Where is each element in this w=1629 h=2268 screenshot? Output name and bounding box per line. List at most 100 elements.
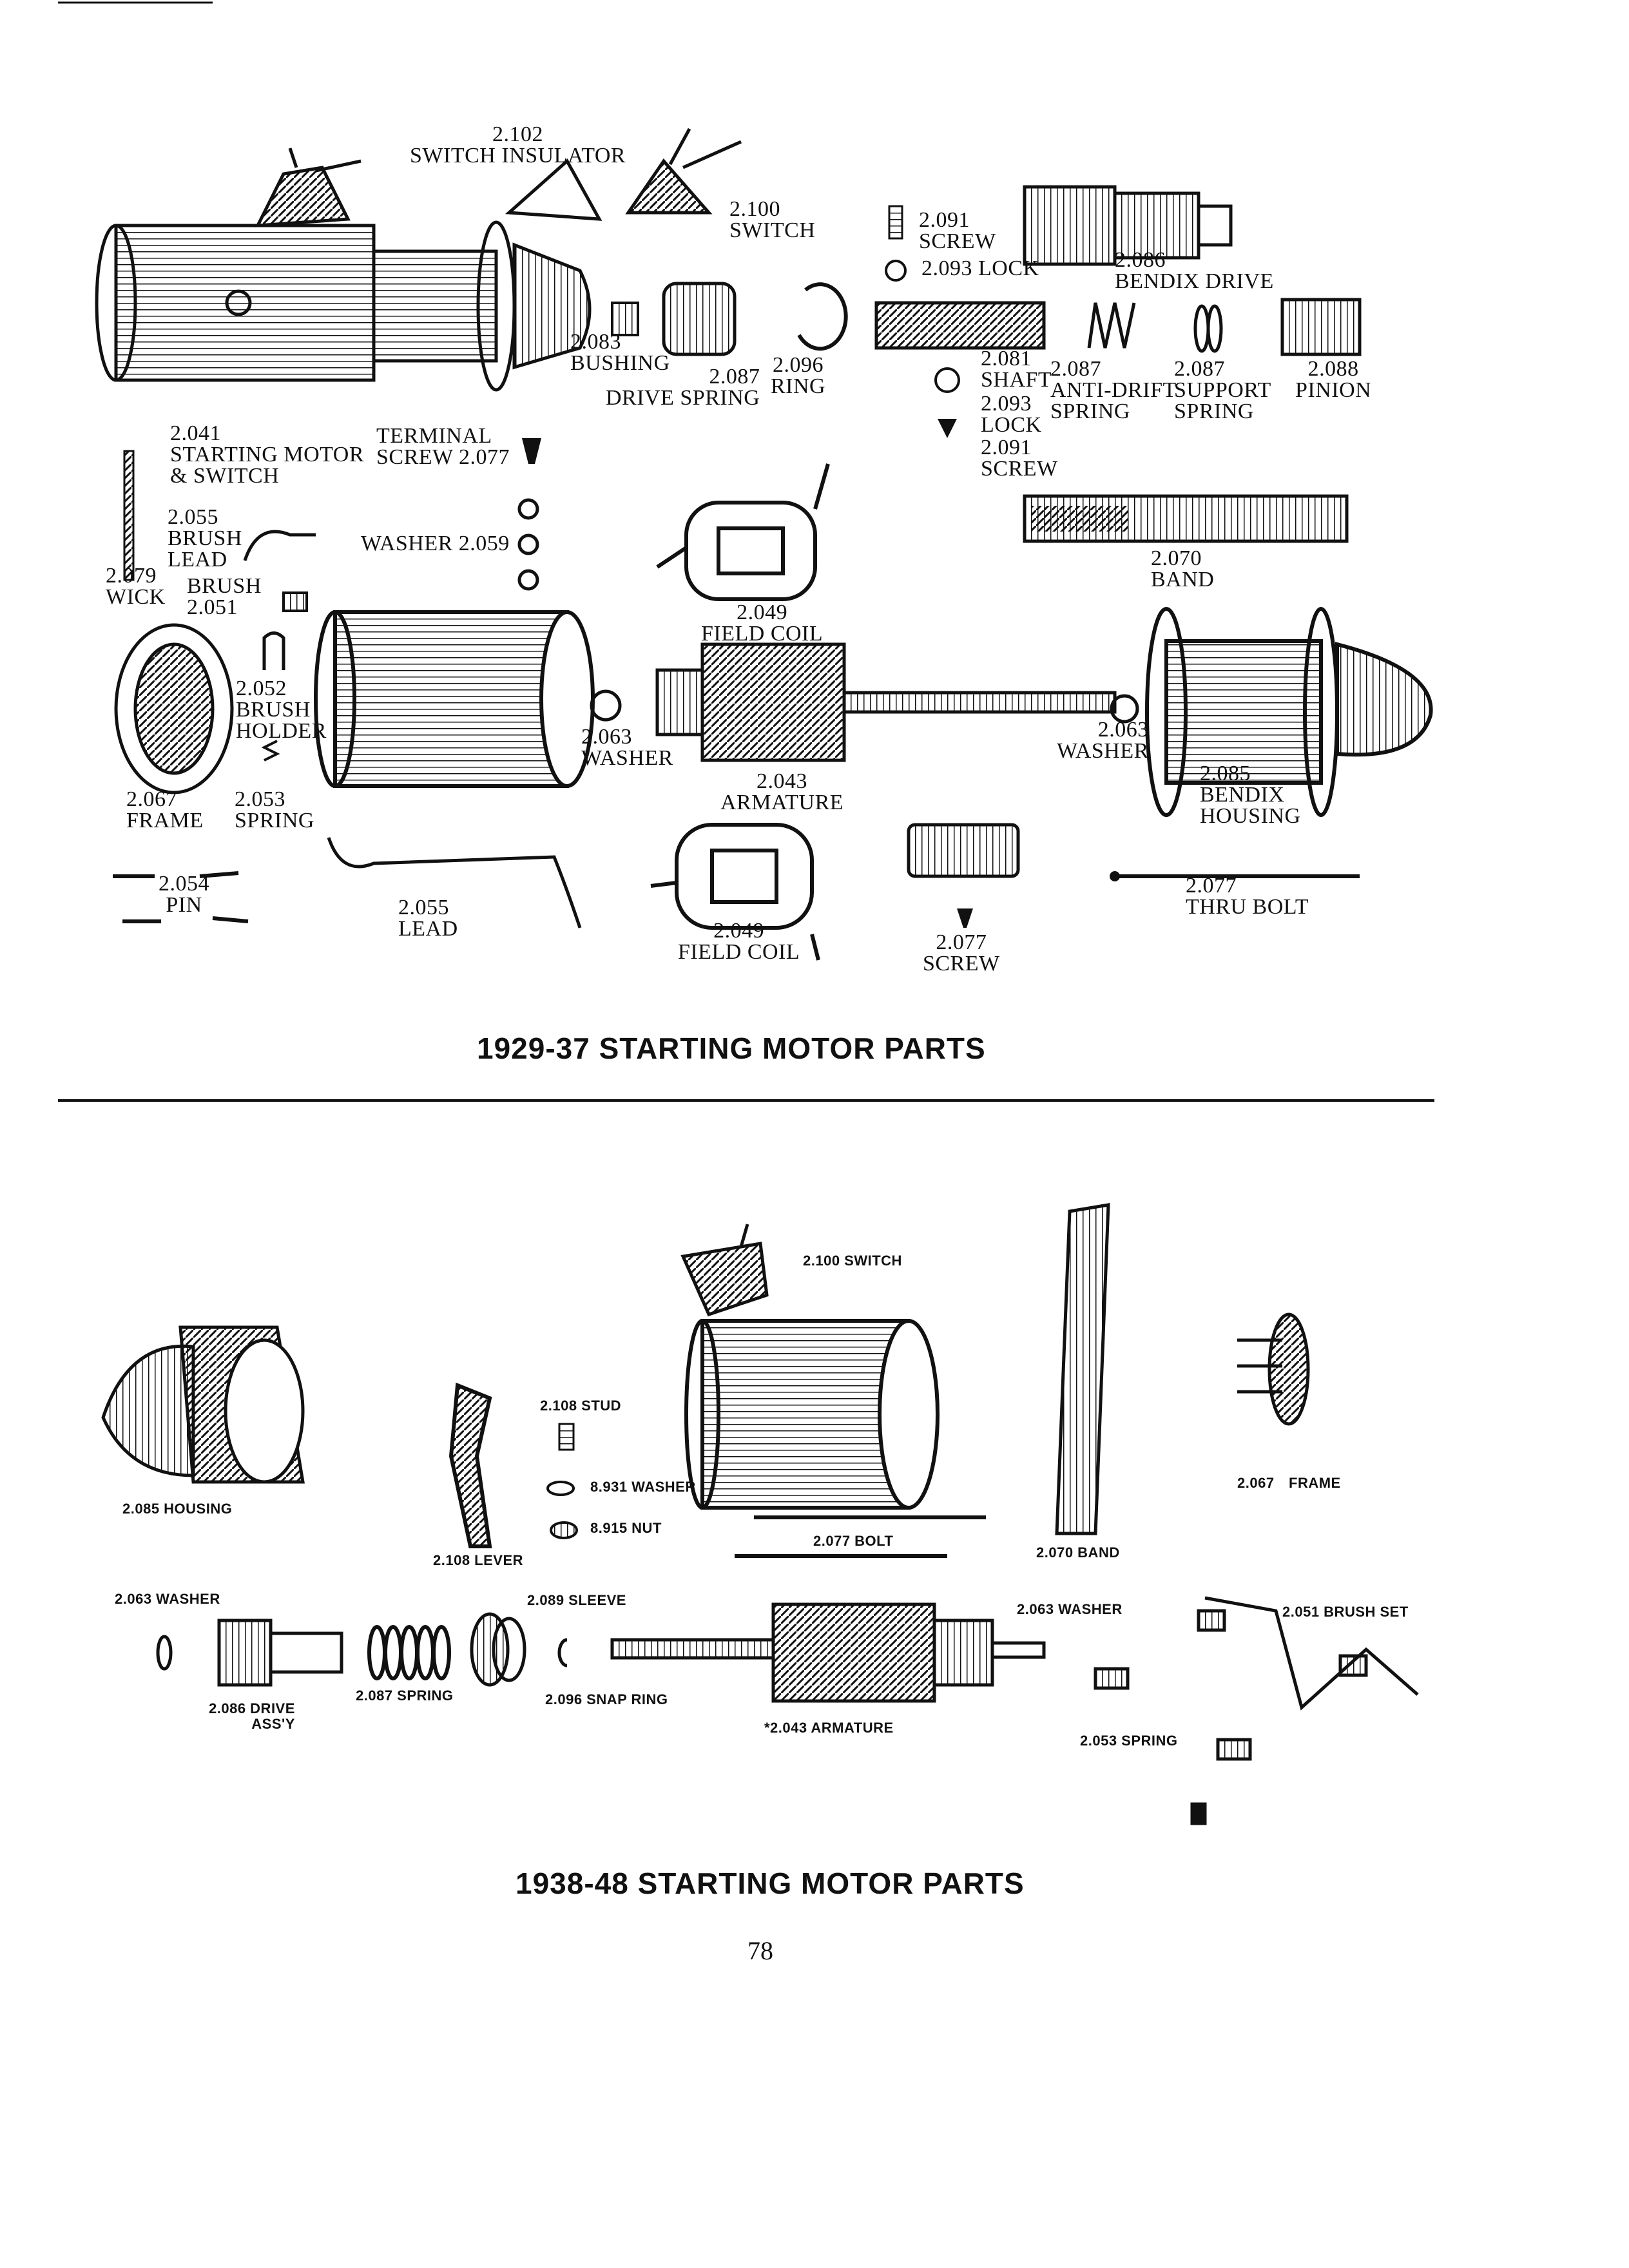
field-coil-upper-drawing bbox=[656, 463, 830, 601]
label-washer-8931: 8.931 WASHER bbox=[590, 1479, 696, 1495]
brush-lead-drawing bbox=[243, 530, 316, 561]
section-title-1938-48: 1938-48 STARTING MOTOR PARTS bbox=[516, 1867, 1025, 1900]
switch-insulator-drawing bbox=[505, 159, 602, 221]
label-spring-2053: 2.053 SPRING bbox=[235, 787, 314, 832]
brush-set-drawing bbox=[1094, 1596, 1419, 1825]
snap-ring-drawing bbox=[557, 1638, 568, 1667]
housing-1938-drawing bbox=[101, 1325, 305, 1484]
label-brush-lead: 2.055 BRUSH LEAD bbox=[168, 505, 242, 572]
page-number: 78 bbox=[747, 1936, 773, 1965]
switch-drawing bbox=[625, 128, 742, 215]
frame-housing-1938-drawing bbox=[684, 1319, 940, 1510]
section-title-1929-37: 1929-37 STARTING MOTOR PARTS bbox=[477, 1032, 986, 1065]
label-washer-2063-1938-right: 2.063 WASHER bbox=[1017, 1601, 1123, 1617]
label-stud: 2.108 STUD bbox=[540, 1398, 622, 1414]
label-lock-2093-mid: 2.093 LOCK bbox=[981, 392, 1042, 437]
washer-2063-right-drawing bbox=[1110, 694, 1139, 724]
field-coil-lower-drawing bbox=[650, 823, 820, 961]
label-armature: 2.043 ARMATURE bbox=[720, 769, 844, 814]
sleeve-drawing bbox=[470, 1612, 526, 1687]
armature-drawing bbox=[655, 642, 1117, 762]
label-lever: 2.108 LEVER bbox=[433, 1552, 524, 1568]
label-spring-2053-1938: 2.053 SPRING bbox=[1080, 1733, 1178, 1749]
label-drive-spring: 2.087 DRIVE SPRING bbox=[606, 365, 760, 410]
label-field-coil-lower: 2.049 FIELD COIL bbox=[678, 919, 800, 964]
label-snap-ring: 2.096 SNAP RING bbox=[545, 1691, 668, 1707]
label-shaft: 2.081 SHAFT bbox=[981, 347, 1052, 392]
label-switch-insulator: 2.102 SWITCH INSULATOR bbox=[410, 122, 626, 168]
label-washer-2059: WASHER 2.059 bbox=[361, 532, 510, 555]
label-washer-2063-1938-left: 2.063 WASHER bbox=[115, 1591, 220, 1607]
label-lead: 2.055 LEAD bbox=[398, 896, 458, 941]
lead-drawing bbox=[327, 837, 582, 928]
support-spring-drawing bbox=[1193, 304, 1223, 353]
label-support-spring: 2.087 SUPPORT SPRING bbox=[1174, 357, 1271, 423]
brush-drawing bbox=[282, 591, 308, 612]
spring-2087-1938-drawing bbox=[367, 1625, 451, 1680]
starting-motor-assembly-drawing bbox=[95, 148, 592, 392]
brush-holder-drawing bbox=[262, 631, 285, 670]
label-bushing: 2.083 BUSHING bbox=[570, 330, 670, 375]
washer-2063-1938-left-drawing bbox=[156, 1635, 173, 1671]
anti-drift-spring-drawing bbox=[1087, 302, 1136, 349]
label-armature-1938: *2.043 ARMATURE bbox=[764, 1720, 894, 1736]
spring-2053-drawing bbox=[261, 740, 280, 762]
field-frame-drawing bbox=[314, 610, 595, 788]
wick-drawing bbox=[123, 450, 135, 581]
label-sleeve: 2.089 SLEEVE bbox=[527, 1592, 626, 1608]
nut-drawing bbox=[550, 1521, 578, 1539]
shaft-drawing bbox=[874, 301, 1046, 350]
bendix-drive-drawing bbox=[1023, 185, 1233, 266]
label-pinion: 2.088 PINION bbox=[1295, 357, 1372, 402]
label-anti-drift-spring: 2.087 ANTI-DRIFT SPRING bbox=[1050, 357, 1177, 423]
label-drive-1938: 2.086 DRIVE ASS'Y bbox=[209, 1700, 295, 1732]
label-switch-1938: 2.100 SWITCH bbox=[803, 1253, 902, 1269]
label-brush-set: 2.051 BRUSH SET bbox=[1282, 1604, 1409, 1620]
frame-1938-drawing bbox=[1237, 1312, 1310, 1426]
ring-drawing bbox=[797, 282, 848, 351]
lever-drawing bbox=[448, 1382, 492, 1548]
switch-1938-drawing bbox=[680, 1224, 769, 1317]
label-wick: 2.079 WICK bbox=[106, 564, 166, 609]
label-thru-bolt: 2.077 THRU BOLT bbox=[1186, 874, 1309, 919]
label-lock-2093-top: 2.093 LOCK bbox=[921, 256, 1039, 280]
label-screw-2091-top: 2.091 SCREW bbox=[919, 208, 996, 253]
label-brush-holder: 2.052 BRUSH HOLDER bbox=[236, 677, 327, 743]
section-divider bbox=[58, 1099, 1434, 1102]
label-screw-2091-mid: 2.091 SCREW bbox=[981, 436, 1058, 481]
label-band: 2.070 BAND bbox=[1151, 546, 1215, 591]
drive-spring-drawing bbox=[662, 282, 737, 356]
washer-2059-drawing bbox=[517, 498, 539, 591]
drive-1938-drawing bbox=[217, 1619, 343, 1687]
label-bendix-drive: 2.086 BENDIX DRIVE bbox=[1115, 248, 1274, 293]
pole-shoe-drawing bbox=[907, 823, 1020, 878]
label-screw-2077: 2.077 SCREW bbox=[923, 930, 1000, 975]
band-1938-drawing bbox=[1055, 1203, 1110, 1535]
label-terminal-screw: TERMINAL SCREW 2.077 bbox=[376, 424, 510, 469]
label-frame-1938-word: FRAME bbox=[1289, 1475, 1341, 1491]
pinion-drawing bbox=[1280, 298, 1362, 356]
label-washer-2063-right: 2.063 WASHER bbox=[1057, 718, 1149, 763]
label-bendix-housing: 2.085 BENDIX HOUSING bbox=[1200, 762, 1301, 828]
label-washer-2063-left: 2.063 WASHER bbox=[581, 725, 673, 770]
label-starting-motor: 2.041 STARTING MOTOR & SWITCH bbox=[170, 421, 365, 488]
label-frame-1938-num: 2.067 bbox=[1237, 1475, 1275, 1491]
armature-1938-drawing bbox=[610, 1602, 1046, 1703]
washer-8931-drawing bbox=[546, 1481, 575, 1496]
label-frame: 2.067 FRAME bbox=[126, 787, 204, 832]
bushing-drawing bbox=[611, 302, 639, 336]
label-ring: 2.096 RING bbox=[771, 353, 826, 398]
label-spring-2087-1938: 2.087 SPRING bbox=[356, 1687, 454, 1704]
label-housing-1938: 2.085 HOUSING bbox=[122, 1501, 233, 1517]
bolt-1938-drawing bbox=[735, 1515, 986, 1558]
label-switch: 2.100 SWITCH bbox=[729, 197, 816, 242]
washer-2063-left-drawing bbox=[590, 689, 622, 722]
label-brush: BRUSH 2.051 bbox=[187, 574, 262, 619]
frame-drawing bbox=[114, 623, 234, 794]
pin-drawing bbox=[113, 871, 249, 923]
bendix-housing-drawing bbox=[1145, 607, 1433, 817]
label-band-1938: 2.070 BAND bbox=[1036, 1544, 1120, 1561]
label-bolt-1938: 2.077 BOLT bbox=[813, 1533, 894, 1549]
stud-drawing bbox=[558, 1423, 575, 1451]
